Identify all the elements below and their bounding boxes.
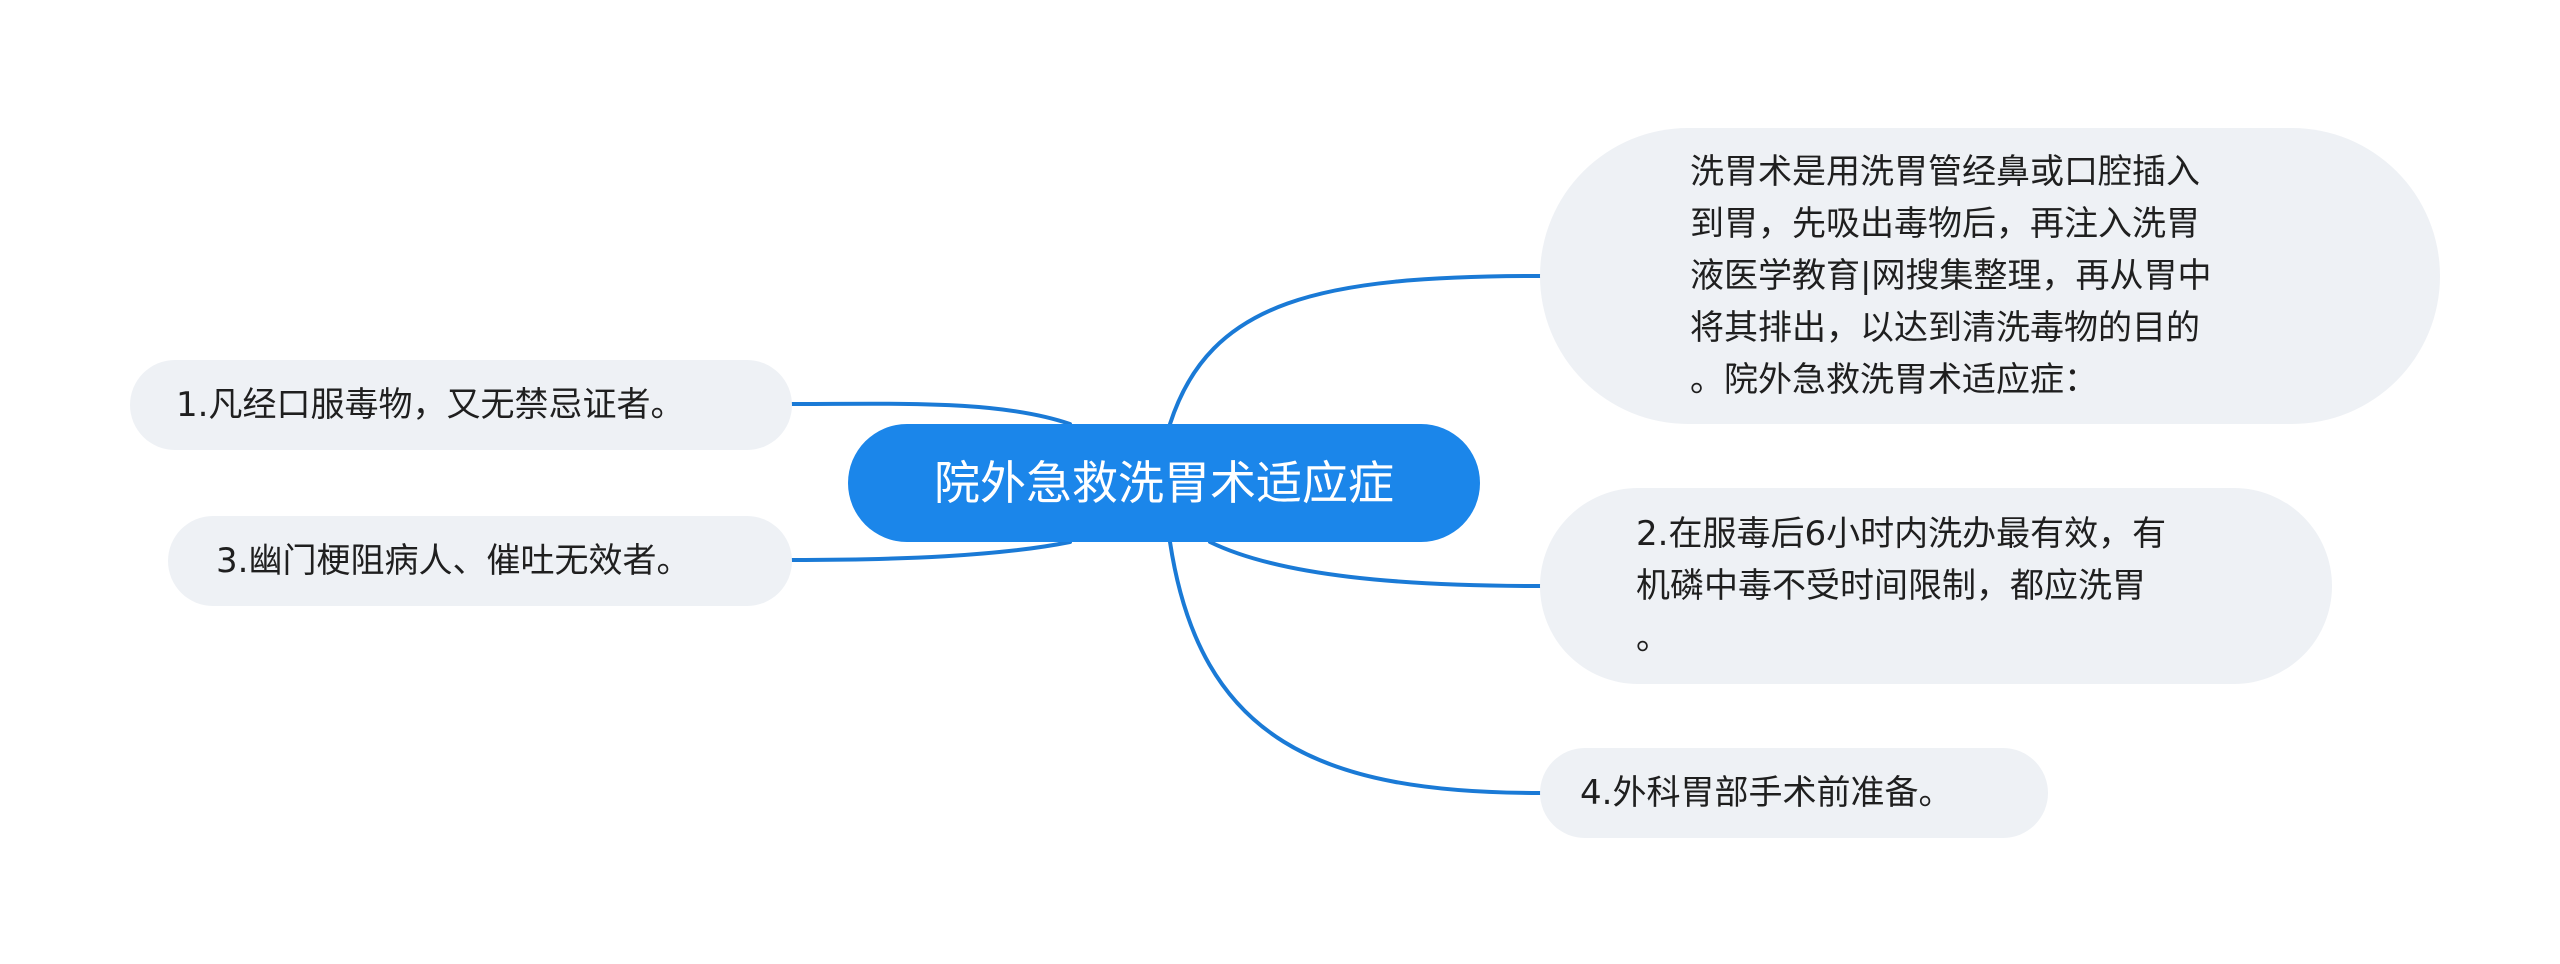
root-topic-node[interactable]: 院外急救洗胃术适应症 [848, 424, 1480, 542]
topic-text-line: 。 [1636, 618, 1670, 658]
topic-node-left-2[interactable]: 3.幽门梗阻病人、催吐无效者。 [168, 516, 792, 606]
topic-label: 2.在服毒后6小时内洗办最有效，有 机磷中毒不受时间限制，都应洗胃 。 [1636, 508, 2166, 664]
topic-text-line: 机磷中毒不受时间限制，都应洗胃 [1636, 566, 2146, 606]
topic-label: 3.幽门梗阻病人、催吐无效者。 [216, 535, 690, 587]
topic-text-line: 2.在服毒后6小时内洗办最有效，有 [1636, 514, 2167, 554]
link-root-to-right-3 [1168, 540, 1542, 795]
topic-node-right-1[interactable]: 洗胃术是用洗胃管经鼻或口腔插入 到胃，先吸出毒物后，再注入洗胃 液医学教育|网搜… [1540, 128, 2440, 424]
topic-text-line: 3.幽门梗阻病人、催吐无效者。 [216, 541, 691, 581]
link-root-to-right-2 [1208, 540, 1542, 588]
root-topic-label: 院外急救洗胃术适应症 [934, 456, 1394, 510]
topic-node-right-2[interactable]: 2.在服毒后6小时内洗办最有效，有 机磷中毒不受时间限制，都应洗胃 。 [1540, 488, 2332, 684]
link-root-to-left-2 [790, 540, 1072, 562]
topic-text-line: 将其排出，以达到清洗毒物的目的 [1690, 308, 2200, 348]
topic-node-left-1[interactable]: 1.凡经口服毒物，又无禁忌证者。 [130, 360, 792, 450]
topic-label: 1.凡经口服毒物，又无禁忌证者。 [176, 379, 684, 431]
topic-text-line: 洗胃术是用洗胃管经鼻或口腔插入 [1690, 152, 2200, 192]
topic-text-line: 1.凡经口服毒物，又无禁忌证者。 [176, 385, 685, 425]
topic-text-line: 液医学教育|网搜集整理，再从胃中 [1690, 256, 2212, 296]
topic-label: 洗胃术是用洗胃管经鼻或口腔插入 到胃，先吸出毒物后，再注入洗胃 液医学教育|网搜… [1690, 146, 2211, 406]
link-root-to-left-1 [790, 401, 1072, 426]
link-root-to-right-1 [1168, 274, 1542, 426]
topic-text-line: 4.外科胃部手术前准备。 [1580, 773, 1953, 813]
topic-text-line: 。院外急救洗胃术适应症： [1690, 360, 2098, 400]
topic-text-line: 到胃，先吸出毒物后，再注入洗胃 [1690, 204, 2200, 244]
topic-node-right-3[interactable]: 4.外科胃部手术前准备。 [1540, 748, 2048, 838]
topic-label: 4.外科胃部手术前准备。 [1580, 767, 1952, 819]
